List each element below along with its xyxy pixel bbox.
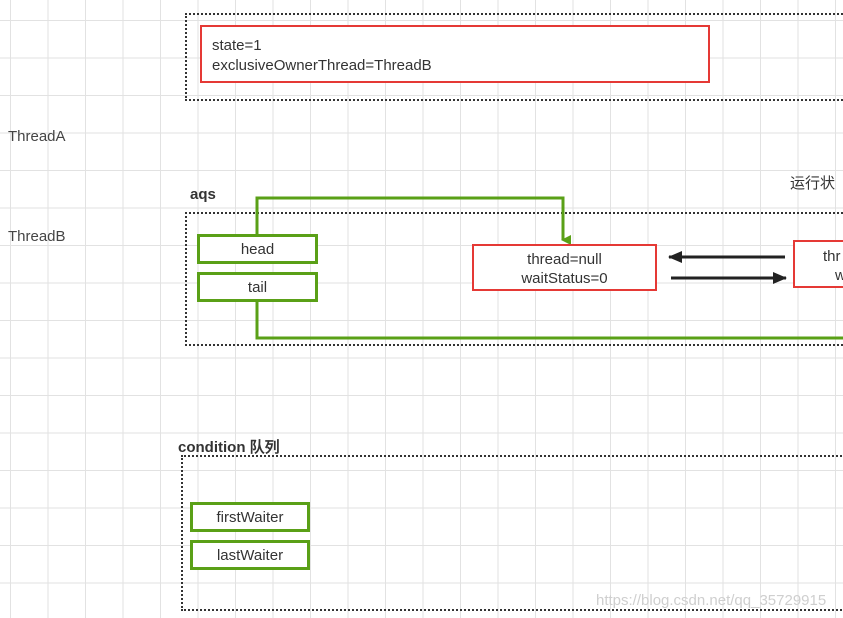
tail-pointer-line — [255, 302, 843, 340]
first-waiter-label: firstWaiter — [216, 508, 284, 526]
aqs-container — [185, 212, 843, 346]
node-2-box: thr w — [793, 240, 843, 288]
tail-box: tail — [197, 272, 318, 302]
running-status-label: 运行状 — [790, 175, 836, 192]
thread-b-label: ThreadB — [8, 228, 66, 245]
state-value-text: state=1 — [212, 37, 262, 54]
aqs-title: aqs — [190, 186, 216, 203]
watermark-text: https://blog.csdn.net/qq_35729915 — [596, 592, 827, 609]
node-1-box: thread=null waitStatus=0 — [472, 244, 657, 291]
state-container — [185, 13, 843, 101]
head-label: head — [240, 240, 275, 258]
thread-a-label: ThreadA — [8, 128, 66, 145]
head-pointer-line — [255, 196, 571, 245]
first-waiter-box: firstWaiter — [190, 502, 310, 532]
state-box: state=1 exclusiveOwnerThread=ThreadB — [200, 25, 710, 83]
node-1-wait-status-text: waitStatus=0 — [521, 270, 608, 287]
node-2-wait-status-text: w — [835, 267, 843, 284]
condition-container — [181, 455, 843, 611]
last-waiter-box: lastWaiter — [190, 540, 310, 570]
node-2-thread-text: thr — [823, 248, 841, 265]
last-waiter-label: lastWaiter — [216, 546, 284, 564]
exclusive-owner-thread-text: exclusiveOwnerThread=ThreadB — [212, 57, 432, 74]
head-box: head — [197, 234, 318, 264]
tail-label: tail — [247, 278, 268, 296]
condition-title: condition 队列 — [178, 439, 280, 456]
node-1-thread-text: thread=null — [527, 251, 602, 268]
